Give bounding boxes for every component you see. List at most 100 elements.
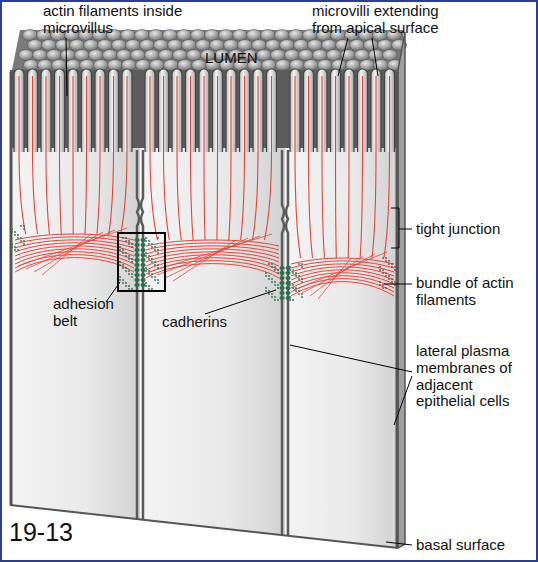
cadherin-stipple [301, 263, 303, 265]
actin-stipple [382, 257, 384, 259]
cadherin-stipple [11, 246, 13, 248]
part-label: microvilli extending from apical surface [312, 3, 472, 37]
cadherin-stipple [122, 237, 124, 239]
cadherin [279, 281, 284, 285]
microvillus-tip [187, 50, 202, 61]
actin-filament [121, 76, 127, 234]
actin-filament [241, 76, 245, 240]
actin-stipple [388, 275, 390, 277]
cadherin-stipple [17, 237, 19, 239]
microvillus-tip [135, 30, 150, 41]
actin-stipple [379, 269, 381, 271]
leader-line [386, 542, 412, 545]
cadherin-stipple [20, 237, 22, 239]
cadherin-stipple [277, 299, 279, 301]
cadherin [140, 248, 145, 252]
microvillus-tip [56, 40, 71, 51]
actin-filament [18, 228, 127, 266]
cadherin-stipple [154, 261, 156, 263]
part-label: tight junction [416, 221, 534, 238]
microvillus-tip [233, 30, 248, 41]
actin-filament [229, 76, 231, 240]
cadherin [285, 281, 290, 285]
cadherin-stipple [145, 285, 147, 287]
cadherin-stipple [301, 281, 303, 283]
cadherin-stipple [157, 249, 159, 251]
cadherin-stipple [151, 258, 153, 260]
cadherin-stipple [151, 276, 153, 278]
cadherin-stipple [265, 275, 267, 277]
actin-stipple [382, 284, 384, 286]
cadherin-stipple [289, 269, 291, 271]
cadherin-stipple [128, 243, 130, 245]
microvillus-tip [238, 40, 253, 51]
microvillus-tip [70, 40, 85, 51]
cadherin [140, 243, 145, 247]
cadherin-stipple [157, 264, 159, 266]
cadherin-stipple [151, 261, 153, 263]
cadherin [134, 263, 139, 267]
cadherin-stipple [289, 284, 291, 286]
actin-stipple [391, 263, 393, 265]
cadherin-stipple [148, 285, 150, 287]
cadherin-stipple [125, 285, 127, 287]
cadherin-stipple [131, 273, 133, 275]
cadherin-stipple [128, 240, 130, 242]
cadherin-stipple [298, 263, 300, 265]
microvillus-tip [112, 40, 127, 51]
cadherin [279, 271, 284, 275]
cadherin [134, 283, 139, 287]
cadherin [279, 266, 284, 270]
microvillus-tip [163, 30, 178, 41]
part-label: basal surface [416, 537, 534, 554]
actin-stipple [382, 287, 384, 289]
cadherin-stipple [119, 279, 121, 281]
actin-filament [384, 76, 390, 258]
cadherin-stipple [125, 270, 127, 272]
cadherin-stipple [295, 290, 297, 292]
microvillus-tip [159, 50, 174, 61]
cadherin-stipple [265, 290, 267, 292]
cadherin-stipple [128, 273, 130, 275]
microvillus-tip [89, 50, 104, 61]
microvillus-tip [33, 50, 48, 61]
cadherin-stipple [145, 267, 147, 269]
leader-line [338, 38, 348, 76]
cadherin-stipple [128, 258, 130, 260]
cadherin-stipple [298, 293, 300, 295]
microvillus-tip [266, 40, 281, 51]
cadherin [279, 276, 284, 280]
microvillus-tip [355, 50, 370, 61]
epithelial-cell [140, 148, 285, 535]
cadherin-stipple [23, 225, 25, 227]
part-label: actin filaments inside microvillus [43, 3, 193, 37]
cadherin [279, 286, 284, 290]
cadherin-stipple [14, 249, 16, 251]
cadherin [140, 263, 145, 267]
leader-line [394, 376, 412, 425]
cadherin [140, 238, 145, 242]
leader-line [205, 290, 276, 314]
cadherin-stipple [292, 287, 294, 289]
microvillus-tip [42, 40, 57, 51]
cadherin-stipple [154, 246, 156, 248]
cadherin-stipple [128, 285, 130, 287]
cadherin-stipple [125, 267, 127, 269]
cadherin-stipple [151, 288, 153, 290]
microvillus-tip [318, 60, 333, 71]
cadherin-stipple [295, 272, 297, 274]
lateral-membrane [282, 150, 284, 535]
cadherin-stipple [268, 275, 270, 277]
actin-stipple [385, 272, 387, 274]
cadherin-stipple [148, 270, 150, 272]
microvillus-tip [126, 40, 141, 51]
cadherin-stipple [151, 243, 153, 245]
cadherin-stipple [154, 279, 156, 281]
cadherin-stipple [268, 293, 270, 295]
cadherin-stipple [11, 231, 13, 233]
lateral-membrane [10, 72, 13, 505]
cadherin-stipple [125, 255, 127, 257]
cadherin [134, 248, 139, 252]
cadherin-stipple [131, 261, 133, 263]
microvillus-tip [196, 40, 211, 51]
